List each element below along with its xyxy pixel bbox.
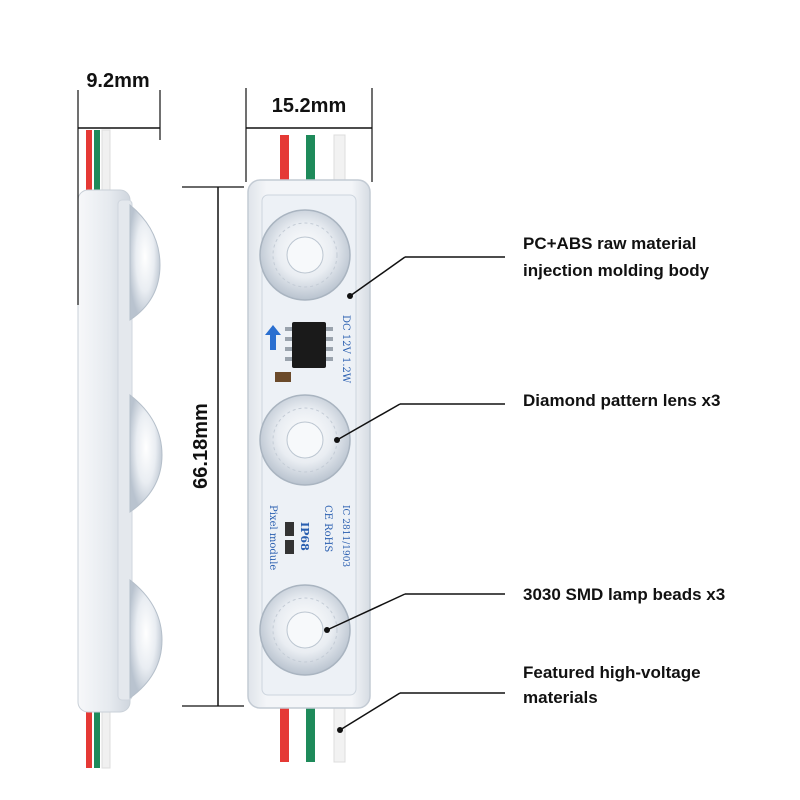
callout-4-line-1: Featured high-voltage [523,663,701,682]
front-width-dimension: 15.2mm [245,88,373,182]
callout-2: Diamond pattern lens x3 [334,391,720,443]
length-label: 66.18mm [190,403,212,489]
pcb-ic-marking: IC 2811/1903 [340,505,350,567]
lens-2 [259,394,351,486]
arrow-up-icon [265,325,281,350]
callout-1-line-1: PC+ABS raw material [523,234,696,253]
pcb-rating-marking: IP68 [298,522,311,551]
capacitor-2 [285,540,294,554]
side-wire-green-top [94,130,100,200]
callout-4: Featured high-voltage materials [337,663,701,733]
front-wire-green-top [306,135,315,195]
pcb-module-marking: Pixel module [267,505,278,570]
ic-chip [285,322,333,368]
side-view [77,129,163,769]
side-wire-green-bottom [94,700,100,768]
side-wire-red-bottom [86,700,92,768]
front-width-label: 15.2mm [272,95,347,117]
callout-1: PC+ABS raw material injection molding bo… [347,234,710,299]
callout-2-line-1: Diamond pattern lens x3 [523,391,720,410]
capacitor-1 [285,522,294,536]
front-wire-green-bottom [306,700,315,762]
front-wire-red-top [280,135,289,195]
front-wire-red-bottom [280,700,289,762]
side-width-label: 9.2mm [86,70,149,92]
callout-3: 3030 SMD lamp beads x3 [324,585,725,633]
pcb-cert-marking: CE RoHS [322,505,333,552]
side-lens-1 [129,203,161,321]
lens-1 [259,209,351,301]
length-dimension: 66.18mm [182,186,244,707]
resistor [275,372,291,382]
lens-3 [259,584,351,676]
callout-4-line-2: materials [523,688,598,707]
side-lens-3 [129,578,163,699]
side-width-dimension: 9.2mm [77,70,161,305]
front-view: DC 12V 1.2W Pixel module IP68 CE RoHS IC… [247,134,371,763]
side-wire-red-top [86,130,92,200]
callout-3-line-1: 3030 SMD lamp beads x3 [523,585,725,604]
pcb-voltage-marking: DC 12V 1.2W [340,315,351,384]
side-lens-2 [129,393,163,513]
callout-1-line-2: injection molding body [523,261,710,280]
